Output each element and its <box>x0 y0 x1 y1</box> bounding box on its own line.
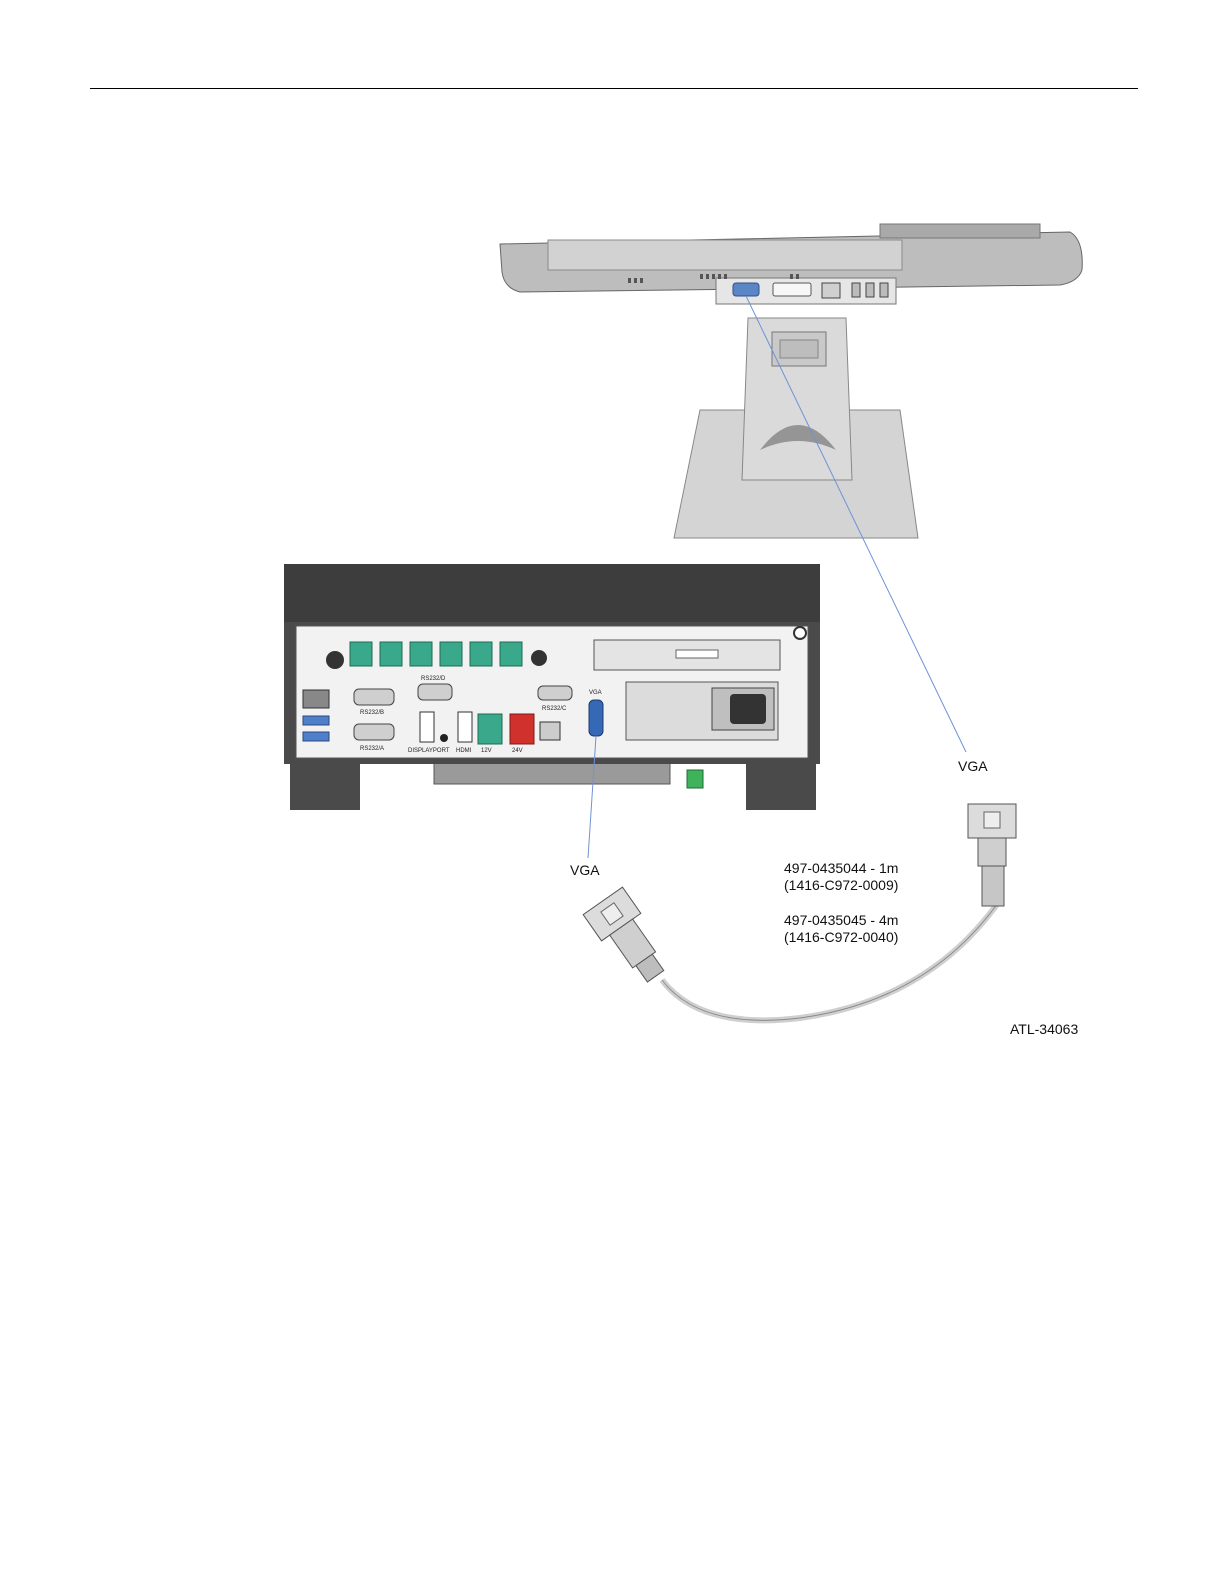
cable-alt-number-4m: (1416-C972-0040) <box>784 929 898 946</box>
terminal-rj-port <box>410 642 432 666</box>
terminal-vga-label: VGA <box>570 862 600 879</box>
monitor-vga-label: VGA <box>958 758 988 775</box>
terminal-label-rs232a: RS232/A <box>360 746 384 752</box>
terminal-rs232a-port <box>354 724 394 740</box>
terminal-vga-port <box>589 700 603 736</box>
terminal-line-out-port <box>531 650 547 666</box>
terminal-rj-port <box>470 642 492 666</box>
terminal-label-displayport: DISPLAYPORT <box>408 748 450 754</box>
terminal-24v-port <box>510 714 534 744</box>
cable-part-number-1m: 497-0435044 - 1m <box>784 860 898 877</box>
terminal-lan-port <box>303 690 329 708</box>
cable-part-number-4m: 497-0435045 - 4m <box>784 912 898 929</box>
cable-alt-number-1m: (1416-C972-0009) <box>784 877 898 894</box>
monitor-usb-port <box>852 283 860 297</box>
pos-terminal: RS232/D RS232/B RS232/A RS232/C DISPLAYP… <box>284 564 820 810</box>
terminal-label-hdmi: HDMI <box>456 748 472 754</box>
monitor-usb-port <box>866 283 874 297</box>
terminal-12v-din-port <box>326 651 344 669</box>
terminal-ac-inlet <box>730 694 766 724</box>
terminal-label-12v: 12V <box>481 748 492 754</box>
monitor-vga-port <box>733 283 759 296</box>
terminal-rj-port <box>500 642 522 666</box>
monitor <box>500 224 1082 538</box>
monitor-usb-port <box>880 283 888 297</box>
terminal-rs232c-port <box>538 686 572 700</box>
vga-cable-connector-left <box>583 887 675 990</box>
terminal-green-latch <box>687 770 703 788</box>
terminal-rs232d-port <box>418 684 452 700</box>
terminal-rj-port <box>380 642 402 666</box>
terminal-label-rs232d: RS232/D <box>421 676 446 682</box>
terminal-foot <box>746 758 816 810</box>
terminal-rj-port <box>440 642 462 666</box>
terminal-12v-port <box>478 714 502 744</box>
terminal-rj-port <box>350 642 372 666</box>
monitor-lan-port <box>822 283 840 298</box>
terminal-displayport-port <box>420 712 434 742</box>
monitor-dvi-port <box>773 283 811 296</box>
terminal-foot <box>290 758 360 810</box>
terminal-rs232b-port <box>354 689 394 705</box>
terminal-label-vga: VGA <box>589 690 602 696</box>
terminal-usb-port <box>303 716 329 725</box>
figure-id: ATL-34063 <box>1010 1021 1078 1037</box>
terminal-label-rs232c: RS232/C <box>542 706 567 712</box>
vga-cable-connector-right <box>968 804 1016 906</box>
terminal-top-housing <box>284 564 820 624</box>
terminal-cash-drawer-port <box>540 722 560 740</box>
terminal-hdmi-port <box>458 712 472 742</box>
terminal-label-24v: 24V <box>512 748 523 754</box>
terminal-label-rs232b: RS232/B <box>360 710 384 716</box>
terminal-usb-port <box>303 732 329 741</box>
